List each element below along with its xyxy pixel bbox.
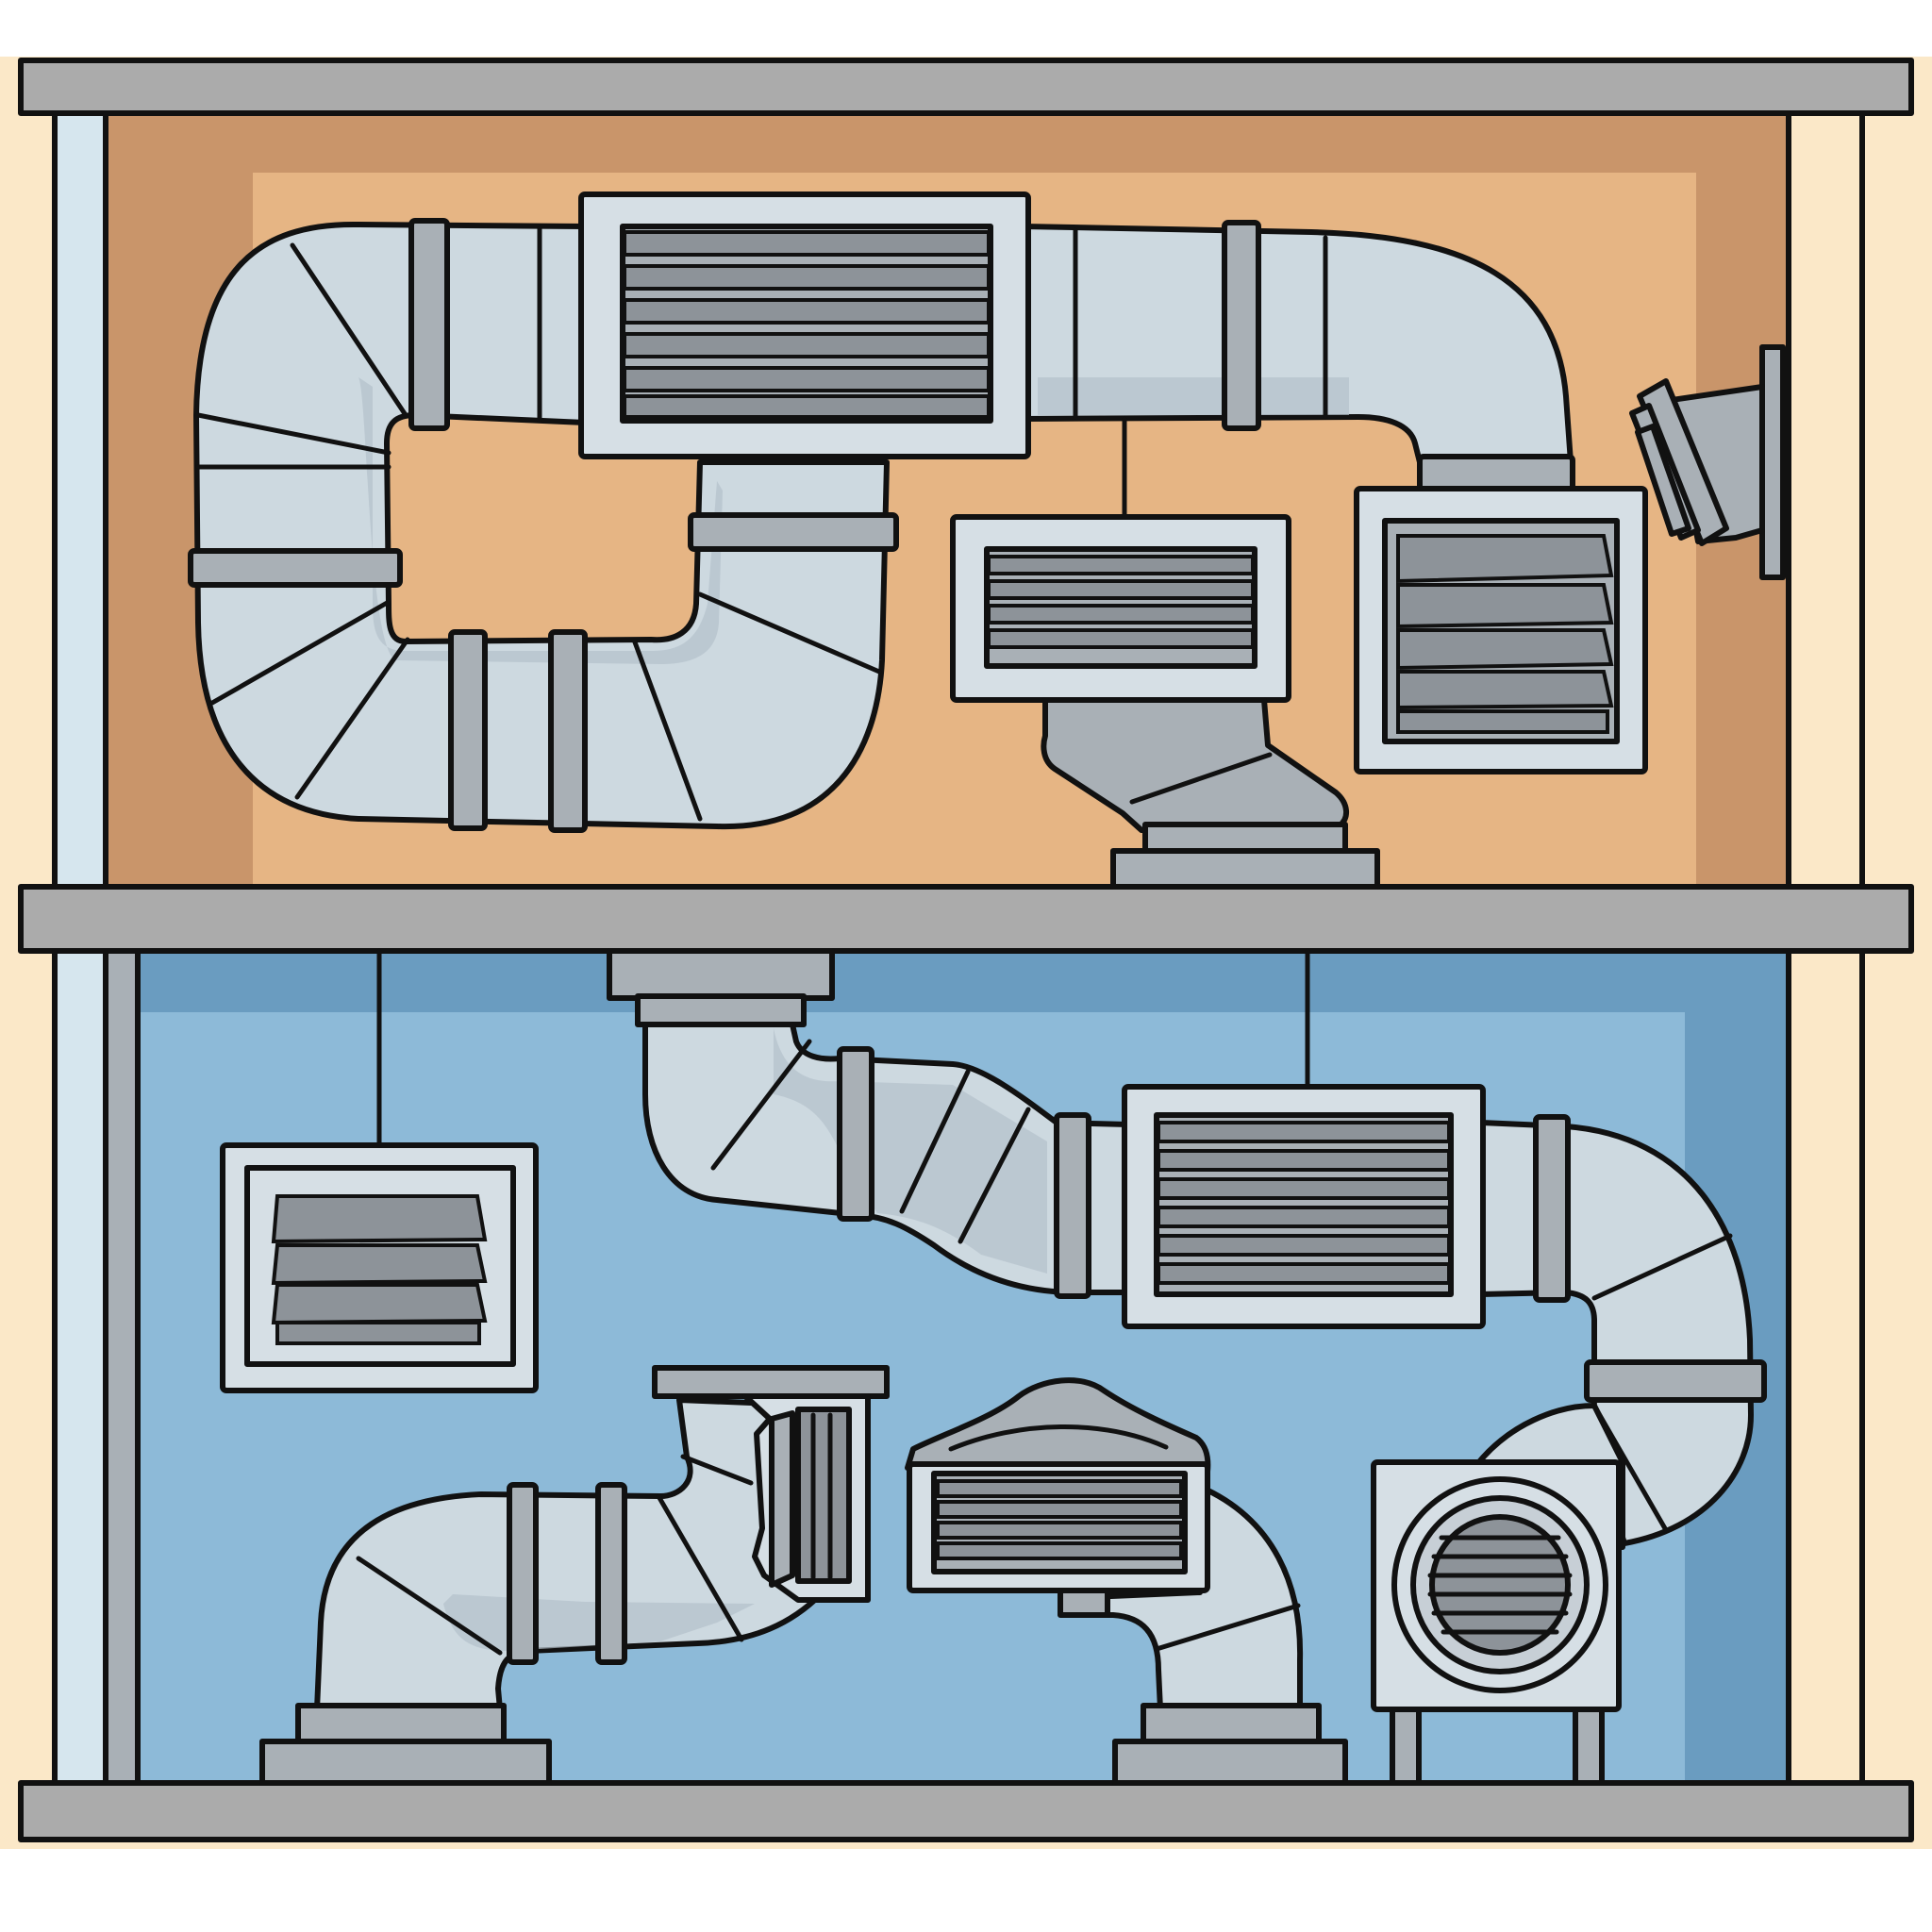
left-elbow-seam-2 <box>656 1493 744 1642</box>
right-elbow-collar <box>1417 454 1575 493</box>
left-elbow-collar-2 <box>595 1482 627 1665</box>
left-elbow-floor-plate <box>259 1739 552 1786</box>
upper-left-loop-duct <box>193 221 890 830</box>
loop-seam-2 <box>195 412 391 456</box>
loop-seam-4 <box>209 599 391 706</box>
right-elbow-collar-side <box>1584 1359 1767 1403</box>
lower-ductwork <box>220 948 1767 1786</box>
s-duct-collar-1 <box>837 1046 874 1222</box>
loop-collar-top <box>408 218 450 431</box>
s-duct-collar-2 <box>1054 1112 1091 1299</box>
loop-collar-bottom-2 <box>548 629 588 833</box>
upper-middle-grille-unit <box>950 514 1380 890</box>
s-duct-seam-2 <box>899 1069 971 1214</box>
loop-collar-bottom-1 <box>448 629 488 831</box>
loop-seam-7 <box>697 591 882 675</box>
lower-main-air-handler <box>1122 1084 1486 1329</box>
left-elbow-seam-3 <box>680 1454 754 1486</box>
ceiling-outlet-neck <box>635 993 807 1027</box>
loop-seam-1 <box>290 242 408 418</box>
roof-slab <box>18 58 1914 116</box>
ceiling-outlet-plate <box>607 948 835 1001</box>
ground-slab <box>18 1780 1914 1842</box>
left-elbow-floor-neck <box>295 1703 507 1746</box>
loop-collar-left <box>188 548 403 588</box>
right-elbow-collar-top <box>1533 1114 1571 1303</box>
s-duct-seam-3 <box>958 1107 1031 1244</box>
upper-main-air-handler <box>578 192 1031 459</box>
upper-ductwork <box>188 192 1786 890</box>
upper-wall-vent <box>1629 344 1786 580</box>
lower-fan-unit <box>1371 1459 1622 1786</box>
loop-seam-5 <box>294 637 410 800</box>
right-elbow-seam-1 <box>1591 1233 1733 1301</box>
loop-seam-6 <box>631 637 703 822</box>
white-top-margin <box>0 0 1932 57</box>
right-duct-shade <box>1038 377 1349 415</box>
lower-small-vent-box <box>652 1365 890 1603</box>
lower-domed-grille-unit <box>905 1377 1348 1786</box>
left-elbow-collar-1 <box>507 1482 539 1665</box>
left-elbow-seam-1 <box>356 1556 503 1656</box>
white-bottom-margin <box>0 1849 1932 1932</box>
loop-collar-right <box>688 512 899 552</box>
lower-left-louver-unit <box>220 1142 539 1393</box>
right-duct-collar <box>1222 220 1261 431</box>
upper-right-louver-unit <box>1354 486 1648 774</box>
middle-slab <box>18 884 1914 954</box>
s-duct-seam-1 <box>710 1039 812 1171</box>
